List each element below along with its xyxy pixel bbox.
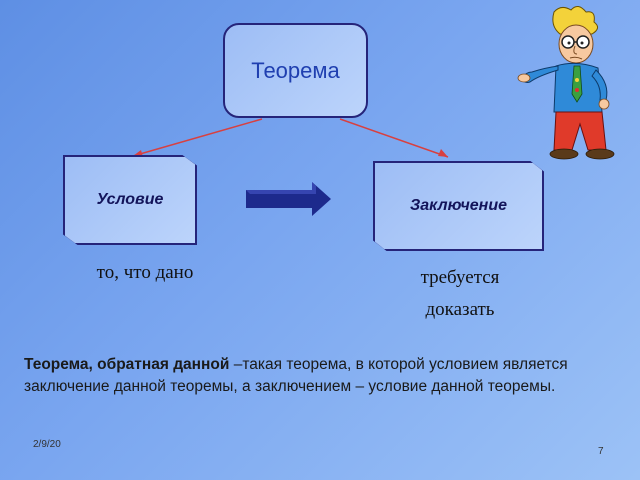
slide-number: 7	[598, 446, 604, 457]
theorem-node: Теорема	[223, 23, 368, 118]
cartoon-man-icon	[517, 6, 615, 160]
condition-label: Условие	[96, 191, 164, 208]
connector-left	[132, 118, 263, 157]
conclusion-caption-line1: требуется	[420, 267, 500, 288]
conclusion-label: Заключение	[409, 197, 508, 214]
conclusion-node: Заключение	[373, 161, 544, 251]
conclusion-caption: требуется доказать	[395, 262, 525, 326]
condition-caption: то, что дано	[96, 262, 194, 283]
definition-text: Теорема, обратная данной –такая теорема,…	[24, 354, 624, 398]
conclusion-caption-line2: доказать	[425, 299, 495, 320]
connector-right-head	[438, 149, 448, 157]
theorem-label: Теорема	[251, 57, 340, 83]
slide-date: 2/9/20	[33, 439, 61, 450]
definition-term: Теорема, обратная данной	[24, 356, 230, 373]
condition-node: Условие	[63, 155, 197, 245]
connector-right	[339, 118, 449, 158]
definition-body: –такая теорема, в которой условием являе…	[24, 356, 568, 395]
right-arrow-icon	[246, 182, 331, 216]
